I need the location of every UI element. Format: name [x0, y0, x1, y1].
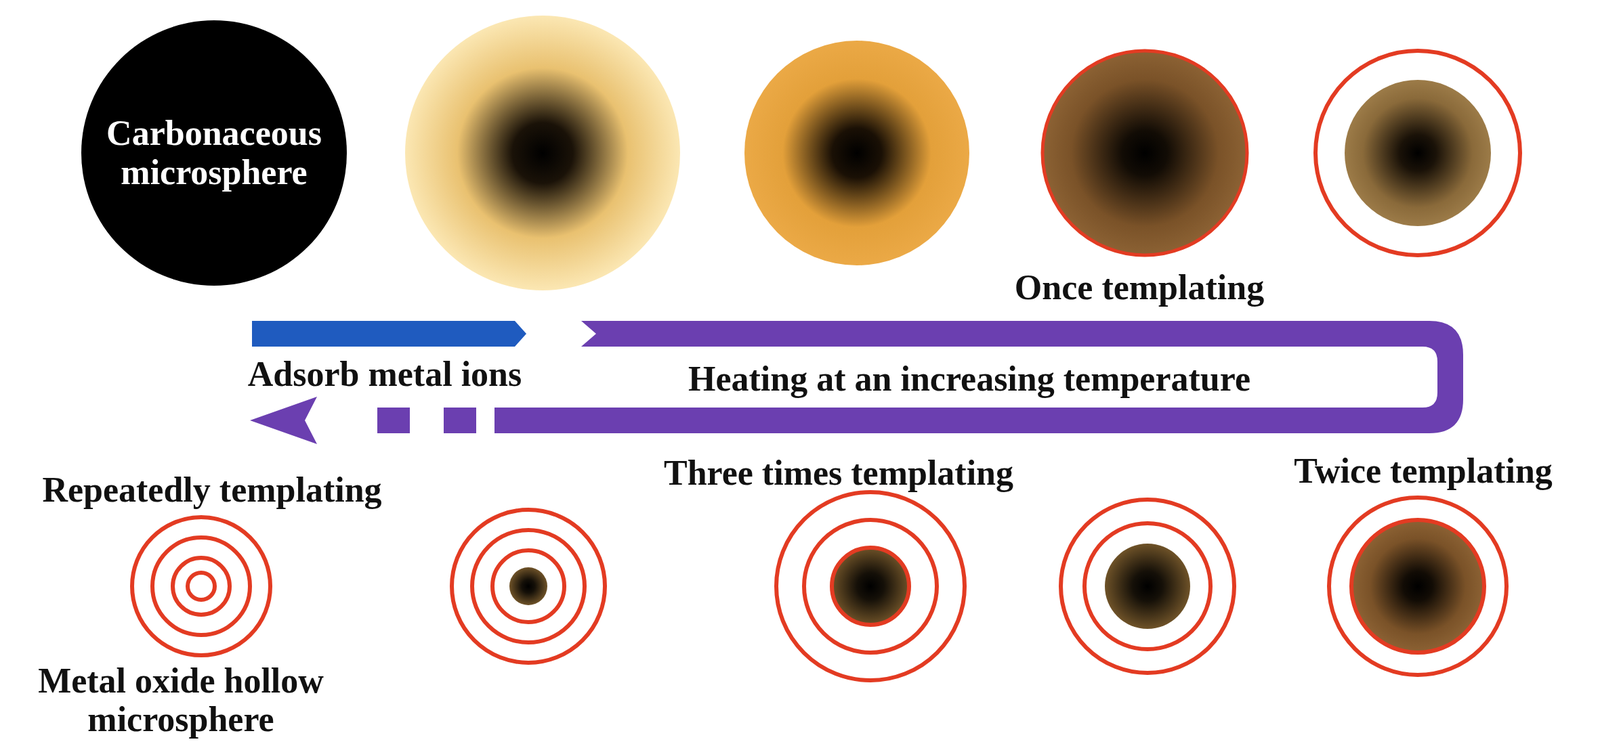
stage-label-box: Three times templating [663, 453, 1014, 494]
oxide-shell-ring [187, 573, 215, 601]
stage-label-box: Once templating [1014, 268, 1265, 308]
stage-label-box: Heating at an increasing temperature [688, 359, 1251, 399]
carbon-core [1344, 79, 1491, 227]
stage-label: Twice templating [1293, 451, 1553, 492]
oxide-shell-ring [1329, 497, 1507, 676]
stage-label-box: Adsorb metal ions [247, 354, 522, 395]
stage-label-box: Repeatedly templating [41, 470, 382, 511]
dash-segment [443, 407, 477, 434]
stage-label: Metal oxide hollow microsphere [21, 661, 341, 740]
stage-label: Once templating [1014, 268, 1265, 308]
node-label: Carbonaceous microsphere [98, 113, 330, 193]
repeat-arrowhead [249, 396, 318, 445]
heating-band [494, 321, 1464, 434]
oxide-shell-ring [804, 520, 937, 654]
stage-label-box: Metal oxide hollow microsphere [21, 661, 341, 740]
stage-label: Heating at an increasing temperature [688, 359, 1251, 399]
metal-ion-microsphere [405, 15, 681, 291]
oxide-shell-ring [1060, 499, 1235, 674]
oxide-shell-ring [472, 530, 585, 643]
stage-label: Adsorb metal ions [247, 354, 522, 395]
oxide-shell-ring [492, 550, 565, 623]
carbon-core [831, 548, 910, 626]
carbon-core [1351, 520, 1485, 654]
oxide-shell-microsphere [1042, 50, 1248, 256]
oxide-shell-ring [451, 510, 605, 664]
stage-label: Repeatedly templating [41, 470, 382, 511]
dash-segment [377, 407, 410, 434]
heated-microsphere [744, 40, 970, 266]
oxide-shell-ring [152, 537, 250, 636]
adsorb-arrow [251, 321, 527, 347]
carbon-core [509, 567, 548, 606]
carbon-microsphere-node: Carbonaceous microsphere [81, 20, 347, 286]
oxide-shell-ring [1084, 523, 1211, 650]
stage-label-box: Twice templating [1293, 451, 1553, 492]
stage-label: Three times templating [663, 453, 1014, 494]
black-microsphere [81, 20, 347, 286]
oxide-shell-ring [1315, 50, 1521, 256]
oxide-shell-ring [172, 558, 230, 616]
carbon-core [1104, 543, 1191, 630]
oxide-shell-ring [132, 517, 271, 656]
oxide-shell-ring [776, 492, 965, 681]
